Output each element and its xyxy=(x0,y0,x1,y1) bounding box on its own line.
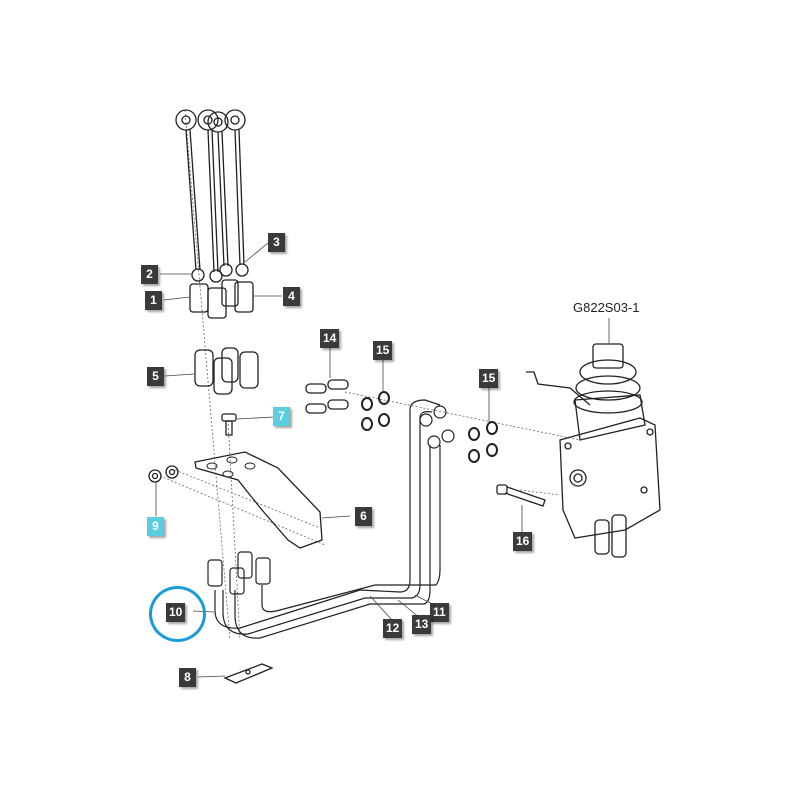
o-rings xyxy=(361,391,498,463)
control-levers xyxy=(175,109,254,319)
callout-part-13[interactable]: 13 xyxy=(412,615,432,634)
control-valve xyxy=(526,343,661,558)
callout-part-11[interactable]: 11 xyxy=(430,603,449,622)
callout-part-15b[interactable]: 15 xyxy=(479,369,499,388)
callout-part-14[interactable]: 14 xyxy=(320,329,340,348)
callout-part-12[interactable]: 12 xyxy=(383,619,403,638)
hydraulic-pipes xyxy=(207,399,455,639)
bracket-plate xyxy=(194,451,323,549)
callout-part-7[interactable]: 7 xyxy=(273,407,290,426)
callout-part-16[interactable]: 16 xyxy=(513,532,533,551)
leader-lines xyxy=(155,242,610,678)
callout-part-8[interactable]: 8 xyxy=(179,668,196,687)
assembly-guide-lines xyxy=(159,109,581,641)
callout-part-9[interactable]: 9 xyxy=(147,517,164,536)
rubber-boots xyxy=(194,347,259,395)
callout-part-3[interactable]: 3 xyxy=(268,233,285,252)
callout-part-4[interactable]: 4 xyxy=(283,287,300,306)
long-bolt xyxy=(496,484,546,507)
callout-part-6[interactable]: 6 xyxy=(355,507,372,526)
callout-part-1[interactable]: 1 xyxy=(145,291,162,310)
callout-part-5[interactable]: 5 xyxy=(147,367,164,386)
callout-part-10[interactable]: 10 xyxy=(166,603,186,622)
washers xyxy=(148,465,179,483)
lever-knob-icon xyxy=(175,109,246,133)
diagram-reference-code: G822S03-1 xyxy=(573,300,640,315)
bolt xyxy=(221,413,237,436)
pipe-fittings xyxy=(305,379,349,414)
callout-part-2[interactable]: 2 xyxy=(141,265,158,284)
callout-part-15a[interactable]: 15 xyxy=(373,341,393,360)
nut-plate xyxy=(223,663,274,684)
